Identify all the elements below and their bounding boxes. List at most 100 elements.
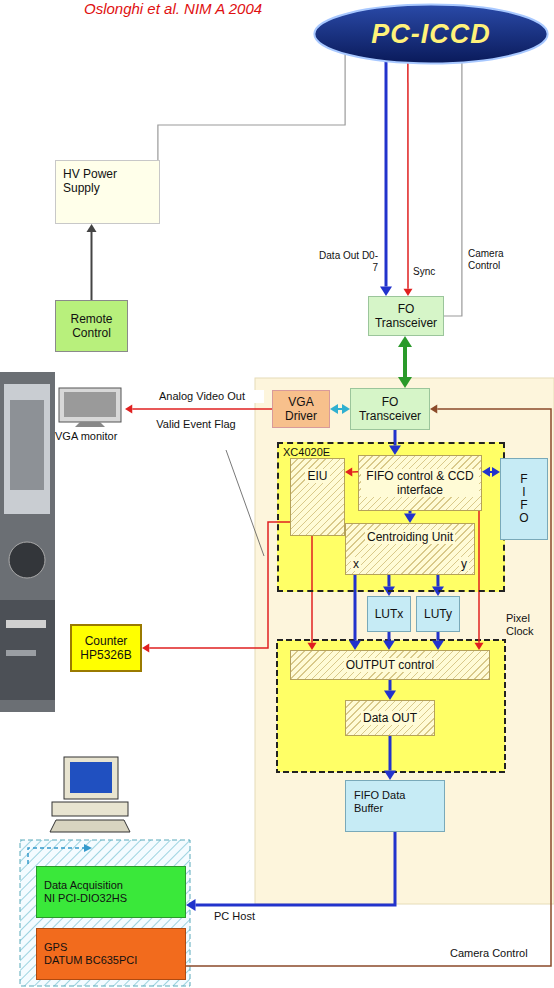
control-box: Remote Control <box>55 300 128 352</box>
edge-label: PC Host <box>214 910 274 923</box>
arrow-head <box>384 691 396 701</box>
edge-label: Data Out D0-7 <box>318 250 378 274</box>
node-text: Centroiding Unit <box>365 530 455 544</box>
node-text: PC-ICCD <box>371 18 491 50</box>
connector <box>404 511 416 523</box>
connector-line <box>338 408 342 410</box>
connector <box>475 511 484 650</box>
connector-line <box>91 232 93 300</box>
card-box: GPSDATUM BC635PCI <box>36 928 186 980</box>
arrow-head <box>430 405 437 414</box>
connector-line <box>389 736 392 771</box>
connector-line <box>437 632 440 641</box>
connector-line <box>444 62 462 316</box>
citation-note: Oslonghi et al. NIM A 2004 <box>84 0 262 18</box>
connector <box>345 467 358 476</box>
connector <box>384 736 396 780</box>
node-text: Data OUT <box>361 711 419 725</box>
camera-ellipse: PC-ICCD <box>312 2 550 66</box>
connector <box>383 632 395 650</box>
connector-line <box>311 536 313 643</box>
connector <box>330 404 350 414</box>
connector <box>380 61 392 296</box>
pc-host-box <box>20 840 190 986</box>
edge-label: Camera Control <box>450 947 548 960</box>
connector <box>125 405 272 414</box>
lut-box: LUTy <box>416 596 460 632</box>
arrow-head <box>308 643 317 650</box>
ellipse-shape <box>314 5 547 64</box>
arrow-head <box>398 336 412 347</box>
arrow-head <box>482 467 490 477</box>
arrow-head <box>383 641 395 651</box>
connector <box>87 224 97 300</box>
fpga-region: XC4020EEIUFIFO control & CCD interfaceCe… <box>277 442 505 592</box>
node-text: DATUM BC635PCI <box>44 954 137 967</box>
node-text: y <box>459 557 469 571</box>
connector <box>308 536 317 650</box>
connector <box>403 63 412 296</box>
arrow-head <box>142 644 149 653</box>
connector <box>444 62 462 316</box>
edge-label: Camera Control <box>468 248 530 272</box>
connector-line <box>387 575 390 587</box>
connector-line <box>436 575 439 587</box>
arrow-head <box>330 404 338 414</box>
logic-box: OUTPUT control <box>290 650 490 680</box>
arrow-head <box>384 771 396 781</box>
connector-line <box>158 54 345 160</box>
node-text: FO Transceiver <box>353 395 427 424</box>
connector <box>158 54 345 160</box>
logic-box: Centroiding Unit x y <box>345 523 475 575</box>
leader-line <box>226 450 264 556</box>
connector-line <box>407 63 409 289</box>
connector-line <box>385 61 388 286</box>
node-text: FIFO <box>519 473 529 526</box>
node-text: Remote Control <box>59 312 124 341</box>
node-text: Counter HP5326B <box>74 634 138 663</box>
node-text: VGA monitor <box>55 430 117 443</box>
arrow-head <box>432 641 444 651</box>
edge-label: Valid Event Flag <box>156 418 236 431</box>
node-text: FIFO control & CCD interface <box>361 469 479 498</box>
card-box: Data AcquisitionNI PCI-DIO32HS <box>36 866 186 918</box>
node-text: LUTx <box>375 607 404 621</box>
lut-box: LUTx <box>367 596 411 632</box>
arrow-head <box>342 404 350 414</box>
arrow-head <box>125 405 132 414</box>
output-region <box>277 640 505 772</box>
connector-line <box>389 680 392 691</box>
edge-label: Analog Video Out <box>140 390 264 403</box>
node-text: LUTy <box>424 607 452 621</box>
driver-box: VGA Driver <box>272 390 330 428</box>
bus-arrow <box>28 848 84 864</box>
connector <box>432 632 444 650</box>
connector <box>383 575 395 596</box>
arrow-head <box>380 286 392 296</box>
node-text: FO Transceiver <box>371 302 441 331</box>
arrow-head <box>349 640 361 650</box>
connector-line <box>409 511 412 514</box>
node-text: VGA Driver <box>275 395 327 424</box>
arrow-head <box>475 643 484 650</box>
edge-label: Pixel Clock <box>506 612 550 638</box>
monitor-symbol <box>59 388 121 427</box>
connector-line <box>490 471 492 473</box>
buffer-box: FIFO Data Buffer <box>345 780 445 832</box>
node-text: EIU <box>305 469 329 483</box>
node-text: x <box>351 557 361 571</box>
connector-line <box>478 511 480 643</box>
node-text: Data Acquisition <box>44 879 123 892</box>
connector-line <box>388 632 391 641</box>
connector <box>384 680 396 700</box>
arrow-head <box>403 289 412 296</box>
node-text: HV Power Supply <box>63 167 152 196</box>
connector <box>482 467 500 477</box>
node-text: GPS <box>44 941 67 954</box>
connector <box>186 405 551 967</box>
connector-line <box>186 409 551 966</box>
logic-box: FIFO control & CCD interface <box>358 455 482 511</box>
connector-line <box>354 575 357 641</box>
connector-line <box>149 522 290 648</box>
edge-label: Sync <box>413 266 443 278</box>
